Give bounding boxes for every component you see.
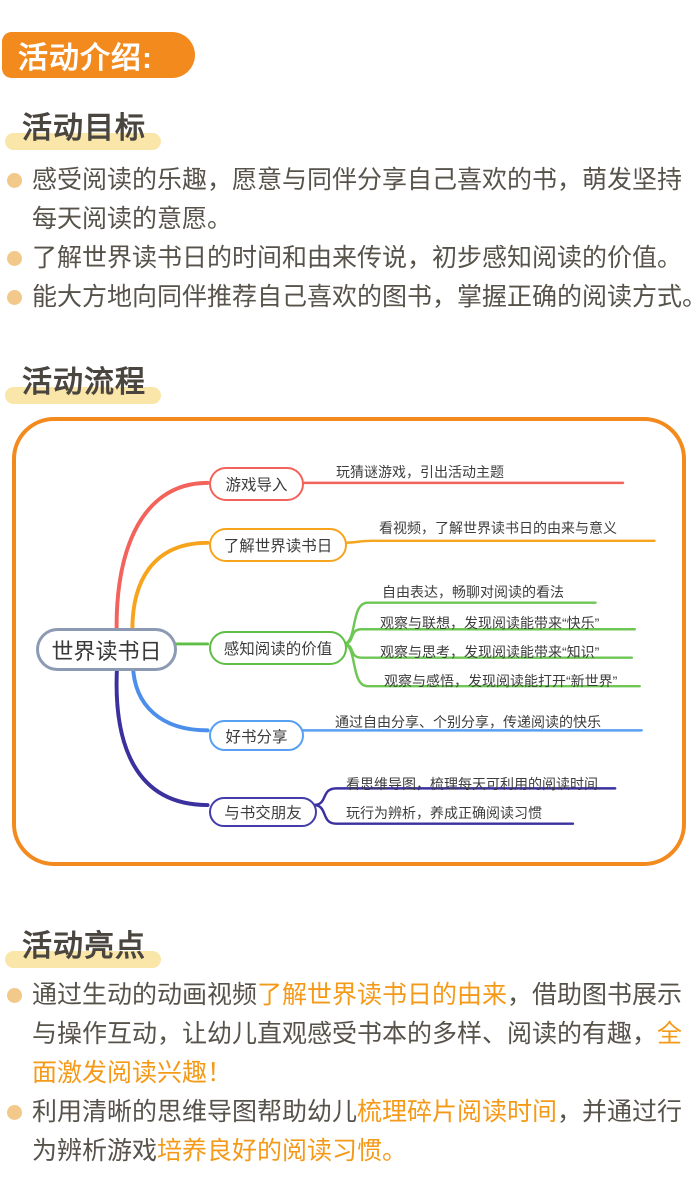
highlight-line: 面激发阅读兴趣！ [32, 1054, 700, 1093]
bullet-dot-icon [7, 1105, 22, 1120]
highlight-line: 为辨析游戏培养良好的阅读习惯。 [32, 1132, 700, 1171]
branch-line-amber [130, 540, 210, 647]
highlight-run: ，借助图书展示 [507, 981, 683, 1009]
highlight-run: 与操作互动，让幼儿直观感受书本的多样、阅读的有趣， [32, 1020, 658, 1048]
mindmap-subtext: 自由表达，畅聊对阅读的看法 [382, 584, 564, 600]
highlight-line: 通过生动的动画视频了解世界读书日的由来，借助图书展示 [32, 976, 700, 1015]
mindmap-subtext: 看视频，了解世界读书日的由来与意义 [379, 520, 617, 536]
bullet-dot-icon [7, 290, 22, 305]
goal-bullet: 感受阅读的乐趣，愿意与同伴分享自己喜欢的书，萌发坚持 每天阅读的意愿。 [0, 161, 700, 239]
mindmap-subtext: 通过自由分享、个别分享，传递阅读的快乐 [335, 714, 601, 730]
intro-badge: 活动介绍: [2, 32, 195, 78]
highlights-heading-label: 活动亮点 [22, 930, 146, 963]
mindmap-topic-reading-value: 感知阅读的价值 [209, 631, 347, 665]
goal-line: 感受阅读的乐趣，愿意与同伴分享自己喜欢的书，萌发坚持 [32, 166, 683, 194]
mindmap-subtext: 玩行为辨析，养成正确阅读习惯 [346, 805, 542, 821]
bullet-dot-icon [7, 251, 22, 266]
highlight-run-accent: 面激发阅读兴趣！ [32, 1059, 233, 1087]
branch-line-blue [130, 662, 210, 733]
mindmap-subtext: 玩猜谜游戏，引出活动主题 [336, 464, 504, 480]
mindmap-subtext: 观察与联想，发现阅读能带来“快乐” [380, 615, 600, 631]
subline-amber [341, 539, 656, 545]
mindmap-topic-book-sharing: 好书分享 [209, 720, 304, 751]
highlights-list: 通过生动的动画视频了解世界读书日的由来，借助图书展示 与操作互动，让幼儿直观感受… [0, 976, 700, 1171]
highlight-run-accent: 全 [657, 1020, 683, 1048]
highlight-run-accent: 梳理碎片阅读时间 [357, 1098, 558, 1126]
goal-line: 了解世界读书日的时间和由来传说，初步感知阅读的价值。 [32, 244, 683, 272]
mindmap-root-node: 世界读书日 [36, 628, 177, 671]
intro-badge-label: 活动介绍: [18, 42, 153, 75]
goal-line: 每天阅读的意愿。 [32, 205, 233, 233]
mindmap-topic-game-intro: 游戏导入 [209, 467, 304, 501]
mindmap-topic-learn-worldbookday: 了解世界读书日 [209, 528, 347, 562]
highlight-run: 为辨析游戏 [32, 1137, 158, 1165]
subline-green-2 [341, 627, 637, 646]
highlight-run-accent: 了解世界读书日的由来 [257, 981, 508, 1009]
highlight-bullet: 利用清晰的思维导图帮助幼儿梳理碎片阅读时间，并通过行 为辨析游戏培养良好的阅读习… [0, 1093, 700, 1171]
highlight-run: 利用清晰的思维导图帮助幼儿 [32, 1098, 358, 1126]
bullet-dot-icon [7, 988, 22, 1003]
goals-list: 感受阅读的乐趣，愿意与同伴分享自己喜欢的书，萌发坚持 每天阅读的意愿。 了解世界… [0, 161, 700, 317]
mindmap-subtext: 看思维导图，梳理每天可利用的阅读时间 [346, 776, 598, 792]
subline-green-4 [341, 642, 641, 688]
goal-bullet: 能大方地向同伴推荐自己喜欢的图书，掌握正确的阅读方式。 [0, 278, 700, 317]
highlight-bullet: 通过生动的动画视频了解世界读书日的由来，借助图书展示 与操作互动，让幼儿直观感受… [0, 976, 700, 1093]
subline-indigo-2 [312, 803, 575, 825]
process-heading: 活动流程 [5, 357, 161, 404]
mindmap-subtext: 观察与感悟，发现阅读能打开“新世界” [384, 673, 618, 689]
highlight-run-accent: 培养良好的阅读习惯。 [157, 1137, 408, 1165]
mindmap-subtext: 观察与思考，发现阅读能带来“知识” [380, 644, 600, 660]
mindmap-container: 世界读书日 游戏导入 了解世界读书日 感知阅读的价值 好书分享 与书交朋友 玩猜… [12, 417, 686, 866]
goal-bullet: 了解世界读书日的时间和由来传说，初步感知阅读的价值。 [0, 239, 700, 278]
highlights-heading: 活动亮点 [5, 921, 161, 968]
goals-heading-label: 活动目标 [22, 112, 146, 145]
goal-line: 能大方地向同伴推荐自己喜欢的图书，掌握正确的阅读方式。 [32, 283, 700, 311]
goals-heading: 活动目标 [5, 103, 161, 150]
bullet-dot-icon [7, 173, 22, 188]
highlight-run: ，并通过行 [557, 1098, 683, 1126]
process-heading-label: 活动流程 [22, 366, 146, 399]
mindmap-topic-befriend-books: 与书交朋友 [209, 797, 317, 827]
branch-line-red [114, 480, 210, 648]
branch-line-indigo [114, 661, 210, 807]
highlight-run: 通过生动的动画视频 [32, 981, 258, 1009]
highlight-line: 与操作互动，让幼儿直观感受书本的多样、阅读的有趣，全 [32, 1015, 700, 1054]
highlight-line: 利用清晰的思维导图帮助幼儿梳理碎片阅读时间，并通过行 [32, 1093, 700, 1132]
